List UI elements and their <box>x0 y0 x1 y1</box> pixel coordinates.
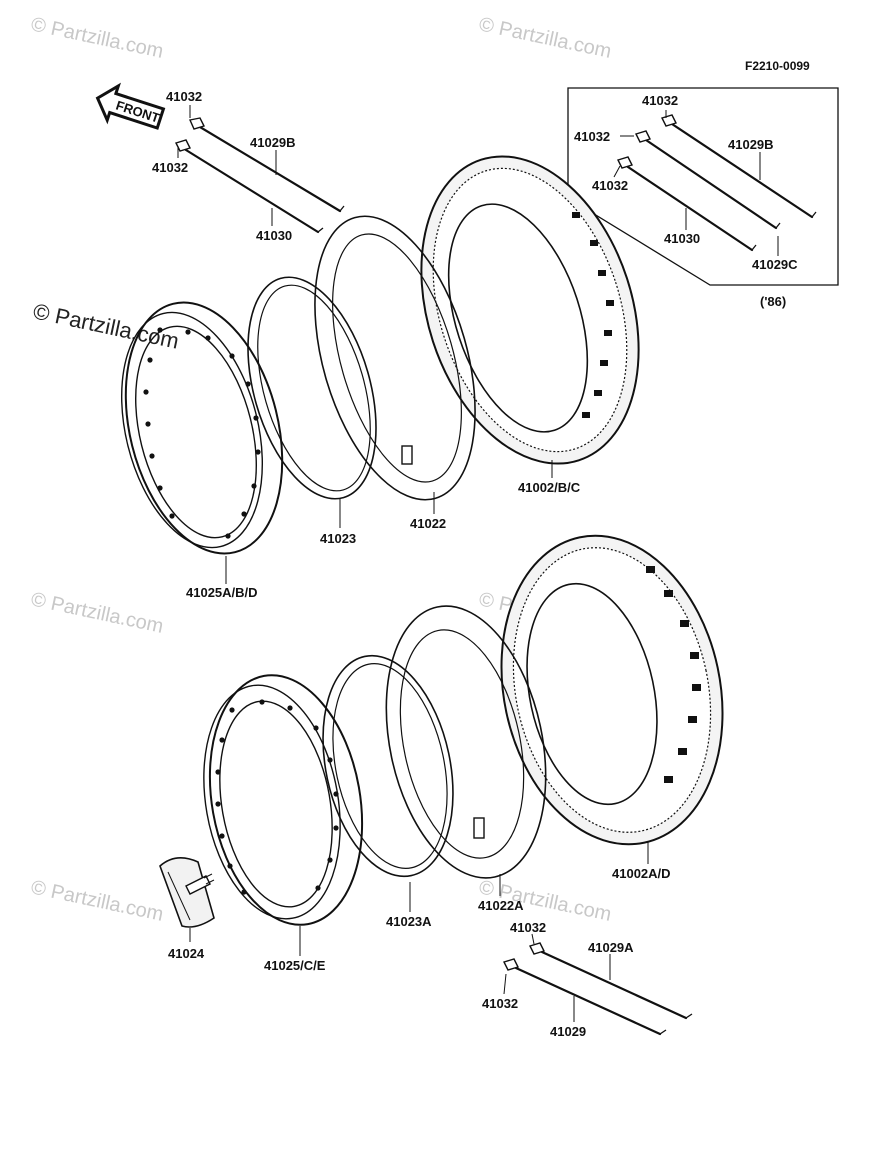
upper-tube <box>314 215 476 501</box>
watermarks: © Partzilla.com © Partzilla.com © Partzi… <box>29 13 613 926</box>
part-number-41032[interactable]: 41032 <box>574 129 610 144</box>
part-number-41032[interactable]: 41032 <box>152 160 188 175</box>
part-number-41029B[interactable]: 41029B <box>728 137 774 152</box>
part-number-41029C[interactable]: 41029C <box>752 257 798 272</box>
part-number-41023A[interactable]: 41023A <box>386 914 432 929</box>
lower-tire <box>500 534 724 846</box>
watermark-text: © Partzilla.com <box>477 13 613 63</box>
part-number-41022A[interactable]: 41022A <box>478 898 524 913</box>
front-arrow-icon: FRONT <box>95 82 166 130</box>
part-number-41029B[interactable]: 41029B <box>250 135 296 150</box>
part-number-41025CE[interactable]: 41025/C/E <box>264 958 326 973</box>
lower-rim-band <box>322 654 454 878</box>
watermark-text: © Partzilla.com <box>29 13 165 63</box>
watermark-text: © Partzilla.com <box>29 588 165 638</box>
part-number-41032[interactable]: 41032 <box>592 178 628 193</box>
watermark-text: © Partzilla.com <box>29 876 165 926</box>
upper-rim <box>120 301 284 555</box>
spoke-set-upper-left <box>175 117 345 234</box>
lower-rim <box>203 674 364 926</box>
spoke-set-lower <box>503 942 693 1036</box>
upper-tire <box>420 155 640 465</box>
part-number-41029A[interactable]: 41029A <box>588 940 634 955</box>
part-number-41029[interactable]: 41029 <box>550 1024 586 1039</box>
leader-lines <box>177 105 779 1022</box>
upper-rim-band <box>247 276 377 500</box>
watermark-text-dark: © Partzilla.com <box>31 298 181 353</box>
part-number-41030[interactable]: 41030 <box>664 231 700 246</box>
part-number-41025ABD[interactable]: 41025A/B/D <box>186 585 258 600</box>
lower-tube <box>385 605 547 879</box>
part-number-41002AD[interactable]: 41002A/D <box>612 866 671 881</box>
part-number-41024[interactable]: 41024 <box>168 946 205 961</box>
part-number-41030[interactable]: 41030 <box>256 228 292 243</box>
part-labels: 41032 41032 41029B 41030 41032 41032 410… <box>152 89 798 1039</box>
part-number-41023[interactable]: 41023 <box>320 531 356 546</box>
part-number-41022[interactable]: 41022 <box>410 516 446 531</box>
spoke-set-86-box <box>567 87 839 286</box>
year-note: ('86) <box>760 294 786 309</box>
figure-code: F2210-0099 <box>745 59 810 73</box>
part-number-41002BC[interactable]: 41002/B/C <box>518 480 581 495</box>
part-number-41032[interactable]: 41032 <box>642 93 678 108</box>
part-number-41032[interactable]: 41032 <box>482 996 518 1011</box>
rim-lock-icon <box>159 857 215 928</box>
part-number-41032[interactable]: 41032 <box>166 89 202 104</box>
part-number-41032[interactable]: 41032 <box>510 920 546 935</box>
